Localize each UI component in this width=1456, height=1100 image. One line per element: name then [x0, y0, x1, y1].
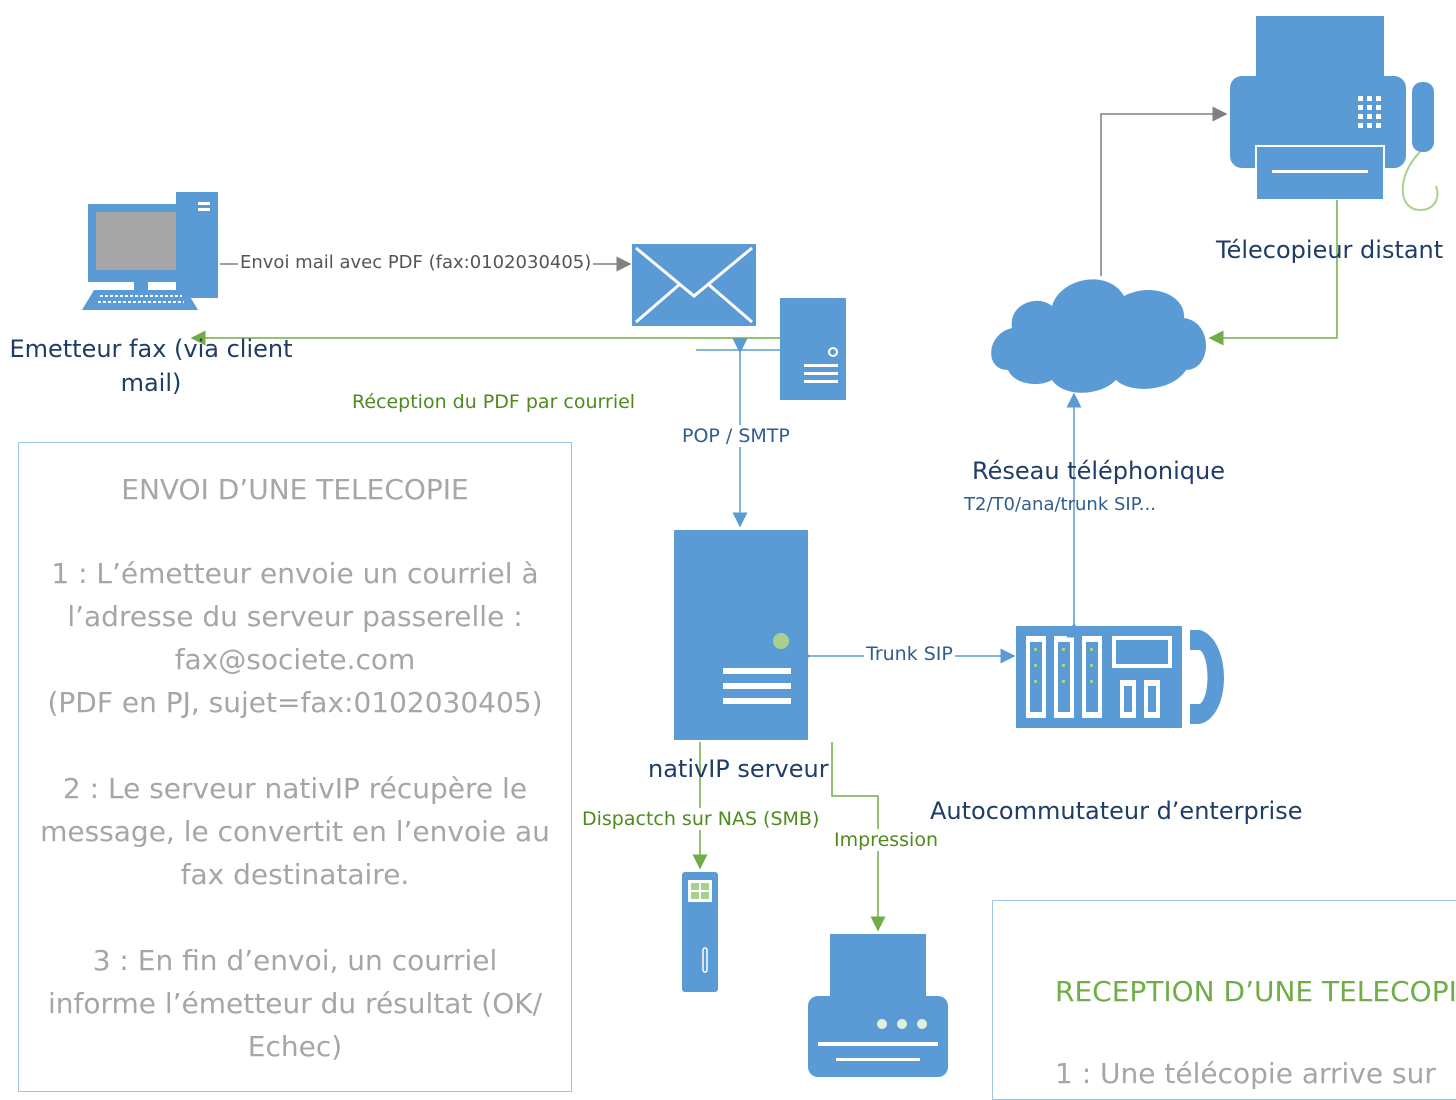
- send-step-3: 3 : En fin d’envoi, un courriel informe …: [47, 944, 543, 1063]
- cloud-icon: [991, 279, 1206, 393]
- send-step-1: 1 : L’émetteur envoie un courriel à l’ad…: [47, 557, 543, 719]
- remote-fax-label: Télecopieur distant: [1216, 236, 1444, 264]
- receive-step-1: 1 : Une télécopie arrive sur: [1055, 1057, 1436, 1090]
- sender-label-line1: Emetteur fax (via client: [9, 335, 293, 363]
- send-panel: ENVOI D’UNE TELECOPIE 1 : L’émetteur env…: [18, 442, 572, 1092]
- edge-label-receive-pdf: Réception du PDF par courriel: [350, 391, 638, 413]
- send-panel-title: ENVOI D’UNE TELECOPIE: [121, 473, 469, 506]
- mail-server-icon: [780, 298, 846, 400]
- pbx-icon: [1016, 626, 1224, 728]
- sender-label-line2: mail): [120, 369, 182, 397]
- edge-label-send-mail: Envoi mail avec PDF (fax:0102030405): [238, 252, 594, 273]
- diagram-canvas: [82, 16, 1439, 1077]
- edge-fax-to-cloud: [1208, 200, 1338, 346]
- nas-icon: [682, 872, 718, 992]
- receive-panel: RECEPTION D’UNE TELECOPIE 1 : Une téléco…: [992, 900, 1456, 1100]
- nativip-server-icon: [674, 530, 808, 740]
- fax-machine-icon: [1230, 16, 1439, 212]
- edge-cloud-to-fax: [1100, 106, 1228, 276]
- sender-label: Emetteur fax (via client mail): [6, 332, 296, 400]
- edge-print: [831, 742, 886, 932]
- edge-label-pop-smtp: POP / SMTP: [680, 425, 792, 447]
- server-label: nativIP serveur: [648, 755, 829, 783]
- edge-label-trunk-sip: Trunk SIP: [864, 643, 955, 665]
- phone-network-sub: T2/T0/ana/trunk SIP...: [964, 494, 1156, 515]
- receive-panel-title: RECEPTION D’UNE TELECOPIE: [1055, 975, 1456, 1008]
- pbx-label: Autocommutateur d’enterprise: [930, 797, 1303, 825]
- envelope-icon: [632, 244, 756, 326]
- edge-label-dispatch-nas: Dispactch sur NAS (SMB): [580, 808, 822, 830]
- send-panel-body: 1 : L’émetteur envoie un courriel à l’ad…: [19, 552, 571, 1068]
- edge-label-print: Impression: [832, 829, 940, 851]
- send-step-2: 2 : Le serveur nativIP récupère le messa…: [40, 772, 550, 891]
- computer-icon: [82, 192, 218, 310]
- printer-icon: [808, 934, 948, 1077]
- phone-network-label: Réseau téléphonique: [972, 457, 1226, 485]
